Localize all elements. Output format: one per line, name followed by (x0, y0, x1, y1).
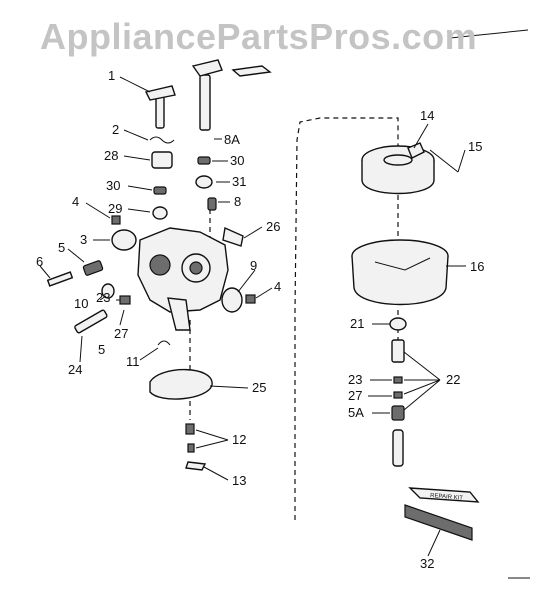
screw (111, 215, 121, 225)
callout-27a: 27 (114, 326, 128, 341)
assembly-dash-line-2 (189, 195, 399, 420)
assembly-dash-line (294, 117, 399, 520)
repair-kit-label: REPAIR KIT (430, 493, 464, 502)
callout-29: 29 (108, 201, 122, 216)
gasket-ring (149, 368, 213, 400)
bowl-nut (391, 339, 405, 363)
pin (187, 443, 195, 453)
callout-13: 13 (232, 473, 246, 488)
washer (393, 391, 403, 399)
callout-5A: 5A (348, 405, 364, 420)
callout-5b: 5 (98, 342, 105, 357)
callout-1: 1 (108, 68, 115, 83)
repair-kit: REPAIR KIT (404, 487, 480, 541)
watermark: AppliancePartsPros.com (40, 16, 478, 57)
idle-needle (74, 309, 108, 334)
spring (149, 136, 175, 144)
pin (185, 423, 195, 435)
callout-4b: 4 (274, 279, 281, 294)
screw (245, 294, 256, 304)
callout-14: 14 (420, 108, 434, 123)
throttle-plate (111, 229, 137, 251)
callout-3: 3 (80, 232, 87, 247)
callout-4a: 4 (72, 194, 79, 209)
float-bowl (351, 239, 449, 306)
callout-26: 26 (266, 219, 280, 234)
float (361, 142, 435, 195)
washer (393, 376, 403, 384)
callout-10: 10 (74, 296, 88, 311)
needle-stem (392, 429, 404, 467)
choke-shaft (144, 85, 176, 129)
callout-28: 28 (104, 148, 118, 163)
callout-5a: 5 (58, 240, 65, 255)
callout-labels: 1 2 28 8A 30 30 31 8 4 29 26 3 5 6 9 4 2… (36, 68, 484, 571)
bracket (151, 151, 173, 169)
callout-2: 2 (112, 122, 119, 137)
callout-21: 21 (350, 316, 364, 331)
screw (197, 156, 211, 165)
callout-31: 31 (232, 174, 246, 189)
needle (46, 271, 74, 287)
carburetor-body (137, 227, 229, 331)
callout-23b: 23 (348, 372, 362, 387)
callout-12: 12 (232, 432, 246, 447)
callout-30b: 30 (106, 178, 120, 193)
callout-leaders (39, 29, 530, 579)
callout-27b: 27 (348, 388, 362, 403)
float-pin (185, 461, 207, 471)
gasket (157, 340, 171, 346)
throttle-shaft (191, 59, 272, 131)
callout-9: 9 (250, 258, 257, 273)
callout-24: 24 (68, 362, 82, 377)
plug (152, 206, 168, 220)
callout-8: 8 (234, 194, 241, 209)
welch-plug (221, 287, 243, 313)
spring (82, 260, 104, 276)
fitting (207, 197, 217, 211)
callout-6: 6 (36, 254, 43, 269)
spring (391, 405, 405, 421)
callout-32: 32 (420, 556, 434, 571)
screw (153, 186, 167, 195)
callout-22: 22 (446, 372, 460, 387)
gasket (389, 317, 407, 331)
primer-fitting (222, 226, 244, 247)
washer (119, 295, 131, 305)
callout-30a: 30 (230, 153, 244, 168)
wire-15 (429, 149, 459, 173)
callout-11: 11 (126, 354, 140, 369)
washer (195, 175, 213, 189)
o-ring (101, 283, 115, 299)
callout-25: 25 (252, 380, 266, 395)
callout-8a: 8A (224, 132, 240, 147)
callout-23a: 23 (96, 290, 110, 305)
callout-16: 16 (470, 259, 484, 274)
callout-15: 15 (468, 139, 482, 154)
